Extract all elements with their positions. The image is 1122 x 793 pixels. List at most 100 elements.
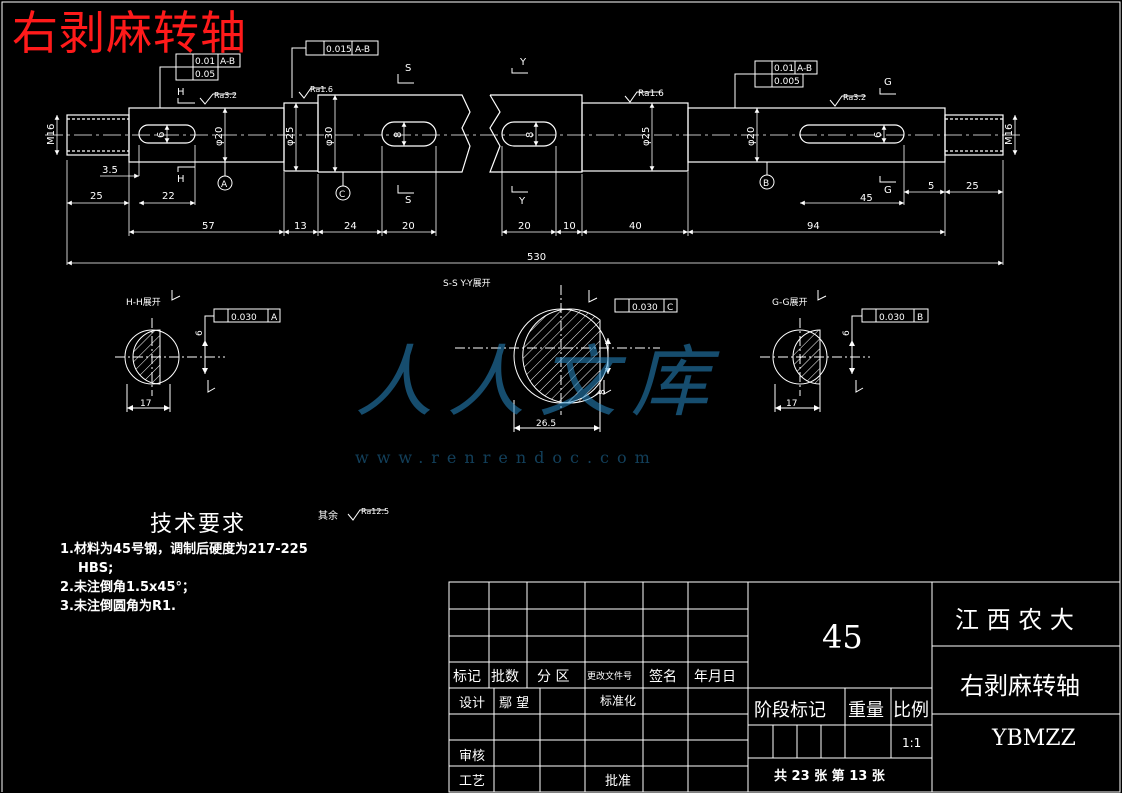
label-d25-right: φ25 [641, 127, 652, 146]
label-tol-runout-top-ref: A-B [355, 45, 370, 55]
section-markers [177, 68, 896, 194]
label-m16-left: M16 [46, 124, 57, 145]
label-d30: φ30 [324, 127, 335, 146]
label-sec-s-26: 26.5 [536, 419, 556, 429]
label-sec-s-8: 8 [598, 389, 608, 395]
label-l22: 22 [162, 191, 175, 202]
tb-part-name: 右剥麻转轴 [960, 672, 1080, 700]
watermark-text: 人人文库 [355, 338, 724, 428]
datum-markers [217, 162, 775, 201]
tb-scale: 1:1 [902, 736, 922, 750]
label-l45: 45 [860, 193, 873, 204]
label-other-roughness: 其余 [318, 509, 338, 522]
label-l20a: 20 [402, 221, 415, 232]
label-tol-runout-right-ref: A-B [797, 64, 812, 74]
label-tol-cyl-right: 0.005 [774, 77, 800, 87]
tolerance-frames [159, 40, 818, 108]
label-l25b: 25 [966, 181, 979, 192]
label-l530: 530 [527, 252, 546, 263]
label-d20-left: φ20 [214, 127, 225, 146]
tech-item-2: 2.未注倒角1.5x45°； [60, 580, 195, 595]
label-sec-g-17: 17 [786, 399, 797, 409]
tech-item-1: 1.材料为45号钢，调制后硬度为217-225 [60, 542, 308, 557]
label-sec-g-6: 6 [842, 330, 852, 336]
label-key-left: 6 [156, 132, 167, 138]
tb-header-date: 年月日 [694, 669, 736, 685]
drawing-title: 右剥麻转轴 [12, 6, 247, 60]
label-section-y-bot: Y [518, 196, 526, 207]
tb-design-label: 设计 [459, 696, 486, 711]
tech-item-3: 3.未注倒圆角为R1. [60, 599, 176, 614]
tech-heading: 技术要求 [150, 512, 247, 537]
dimension-lines [54, 95, 1018, 266]
label-tol-sym-g-ref: B [917, 313, 923, 323]
label-tol-runout-left: 0.01 [195, 57, 215, 67]
label-ra-1: Ra3.2 [214, 91, 237, 100]
roughness-symbols [199, 87, 866, 521]
label-l10: 10 [563, 221, 576, 232]
label-section-g-top: G [884, 77, 892, 88]
label-other-roughness-value: Ra12.5 [361, 507, 389, 516]
label-datum-b: B [763, 179, 769, 189]
label-l3-5: 3.5 [102, 165, 118, 176]
tb-sheets: 共 23 张 第 13 张 [774, 769, 885, 784]
label-sec-h-6: 6 [195, 330, 205, 336]
tb-stage-label: 阶段标记 [754, 700, 826, 721]
tb-school: 江 西 农 大 [955, 606, 1074, 634]
label-tol-runout-left-ref: A-B [220, 57, 235, 67]
tech-item-1b: HBS; [78, 561, 114, 576]
tb-header-sign: 签名 [649, 669, 677, 685]
tb-process-label: 工艺 [459, 774, 486, 789]
label-key-right: 6 [873, 132, 884, 138]
label-key-mid2: 8 [525, 132, 536, 138]
tb-code: YBMZZ [992, 726, 1076, 751]
label-section-s-top: S [405, 63, 411, 74]
technical-requirements: 技术要求 1.材料为45号钢，调制后硬度为217-225 HBS; 2.未注倒角… [60, 512, 308, 616]
tb-check-label: 审核 [459, 749, 486, 764]
label-tol-cyl-left: 0.05 [195, 70, 215, 80]
tb-standard-label: 标准化 [600, 694, 637, 708]
label-l5: 5 [928, 181, 934, 192]
label-section-g-bot: G [884, 185, 892, 196]
tb-header-count: 批数 [491, 669, 519, 685]
label-view-hh: H-H展开 [126, 297, 161, 308]
label-l13: 13 [294, 221, 307, 232]
label-view-sy: S-S Y-Y展开 [443, 278, 491, 289]
label-l20b: 20 [518, 221, 531, 232]
label-l94: 94 [807, 221, 820, 232]
label-l40: 40 [629, 221, 642, 232]
label-section-h-top: H [177, 87, 185, 98]
label-key-mid1: 8 [393, 132, 404, 138]
label-ra-3: Ra1.6 [638, 89, 664, 99]
label-l24: 24 [344, 221, 357, 232]
label-tol-sym-s: 0.030 [632, 303, 658, 313]
label-section-y-top: Y [519, 57, 527, 68]
section-view-gg [760, 290, 929, 412]
label-tol-runout-top: 0.015 [326, 45, 352, 55]
label-tol-sym-h: 0.030 [231, 313, 257, 323]
drawing-text: M16 M16 φ20 φ25 φ30 φ25 φ20 6 8 8 6 25 3… [46, 45, 1015, 522]
tb-weight-label: 重量 [848, 700, 884, 721]
tb-header-doc: 更改文件号 [587, 672, 633, 682]
label-l57: 57 [202, 221, 215, 232]
tb-header-mark: 标记 [453, 669, 481, 685]
tb-ratio-label: 比例 [893, 700, 929, 721]
label-tol-sym-g: 0.030 [879, 313, 905, 323]
title-block-grid [448, 581, 1121, 793]
label-tol-sym-h-ref: A [271, 313, 278, 323]
label-d25-left: φ25 [285, 127, 296, 146]
label-ra-2: Ra1.6 [310, 85, 333, 94]
tb-approve-label: 批准 [605, 774, 632, 789]
label-d20-right: φ20 [746, 127, 757, 146]
label-l25a: 25 [90, 191, 103, 202]
watermark: 人人文库 www.renrendoc.com [355, 320, 755, 470]
label-tol-sym-s-ref: C [667, 303, 673, 313]
label-m16-right: M16 [1004, 124, 1015, 145]
label-view-gg: G-G展开 [772, 297, 808, 308]
label-section-h-bot: H [177, 174, 185, 185]
label-sec-h-17: 17 [140, 399, 151, 409]
tb-material: 45 [822, 618, 863, 656]
tb-header-zone: 分 区 [537, 669, 570, 685]
